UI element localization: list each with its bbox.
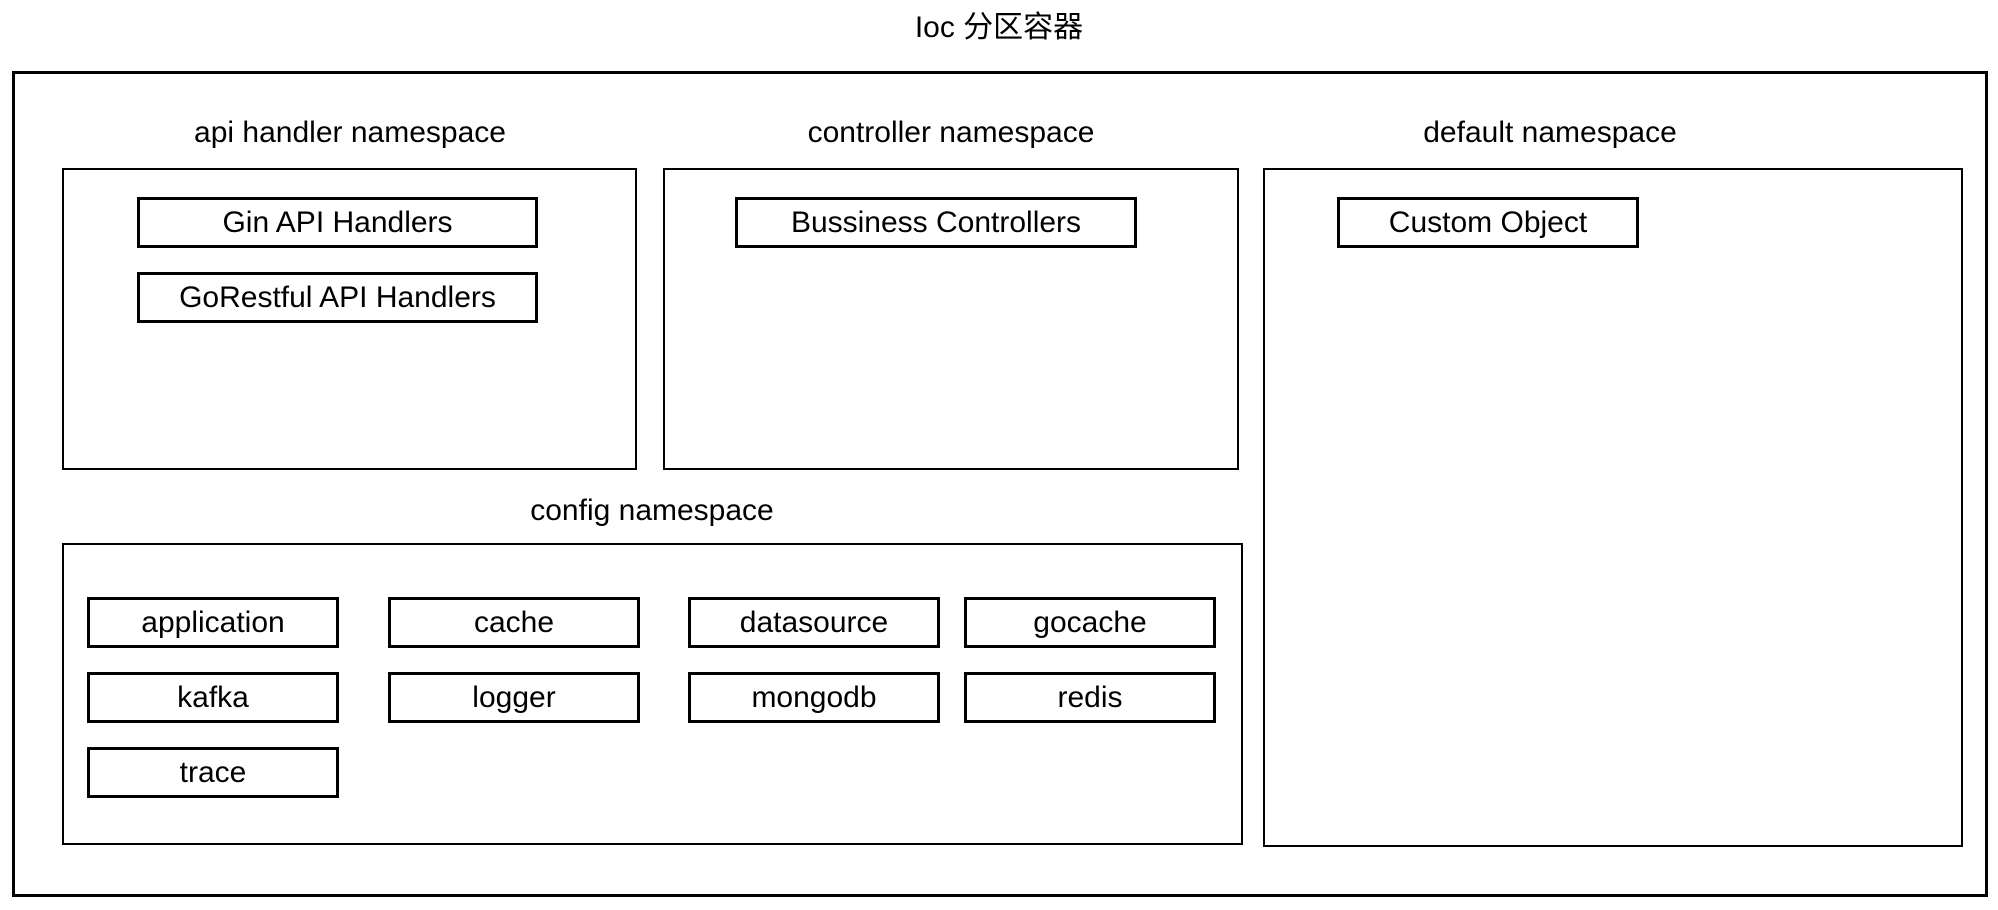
node-gocache: gocache — [964, 597, 1216, 648]
node-bussiness-controllers: Bussiness Controllers — [735, 197, 1137, 248]
controller-namespace-label: controller namespace — [807, 116, 1095, 149]
default-namespace-label: default namespace — [1423, 116, 1677, 149]
node-application: application — [87, 597, 339, 648]
node-gorestful-api-handlers: GoRestful API Handlers — [137, 272, 538, 323]
node-mongodb: mongodb — [688, 672, 940, 723]
default-namespace-box — [1263, 168, 1963, 847]
node-trace: trace — [87, 747, 339, 798]
diagram-title: Ioc 分区容器 — [914, 11, 1084, 44]
config-namespace-label: config namespace — [530, 494, 774, 527]
node-cache: cache — [388, 597, 640, 648]
node-kafka: kafka — [87, 672, 339, 723]
api-handler-namespace-label: api handler namespace — [194, 116, 506, 149]
node-gin-api-handlers: Gin API Handlers — [137, 197, 538, 248]
node-redis: redis — [964, 672, 1216, 723]
node-custom-object: Custom Object — [1337, 197, 1639, 248]
node-datasource: datasource — [688, 597, 940, 648]
node-logger: logger — [388, 672, 640, 723]
